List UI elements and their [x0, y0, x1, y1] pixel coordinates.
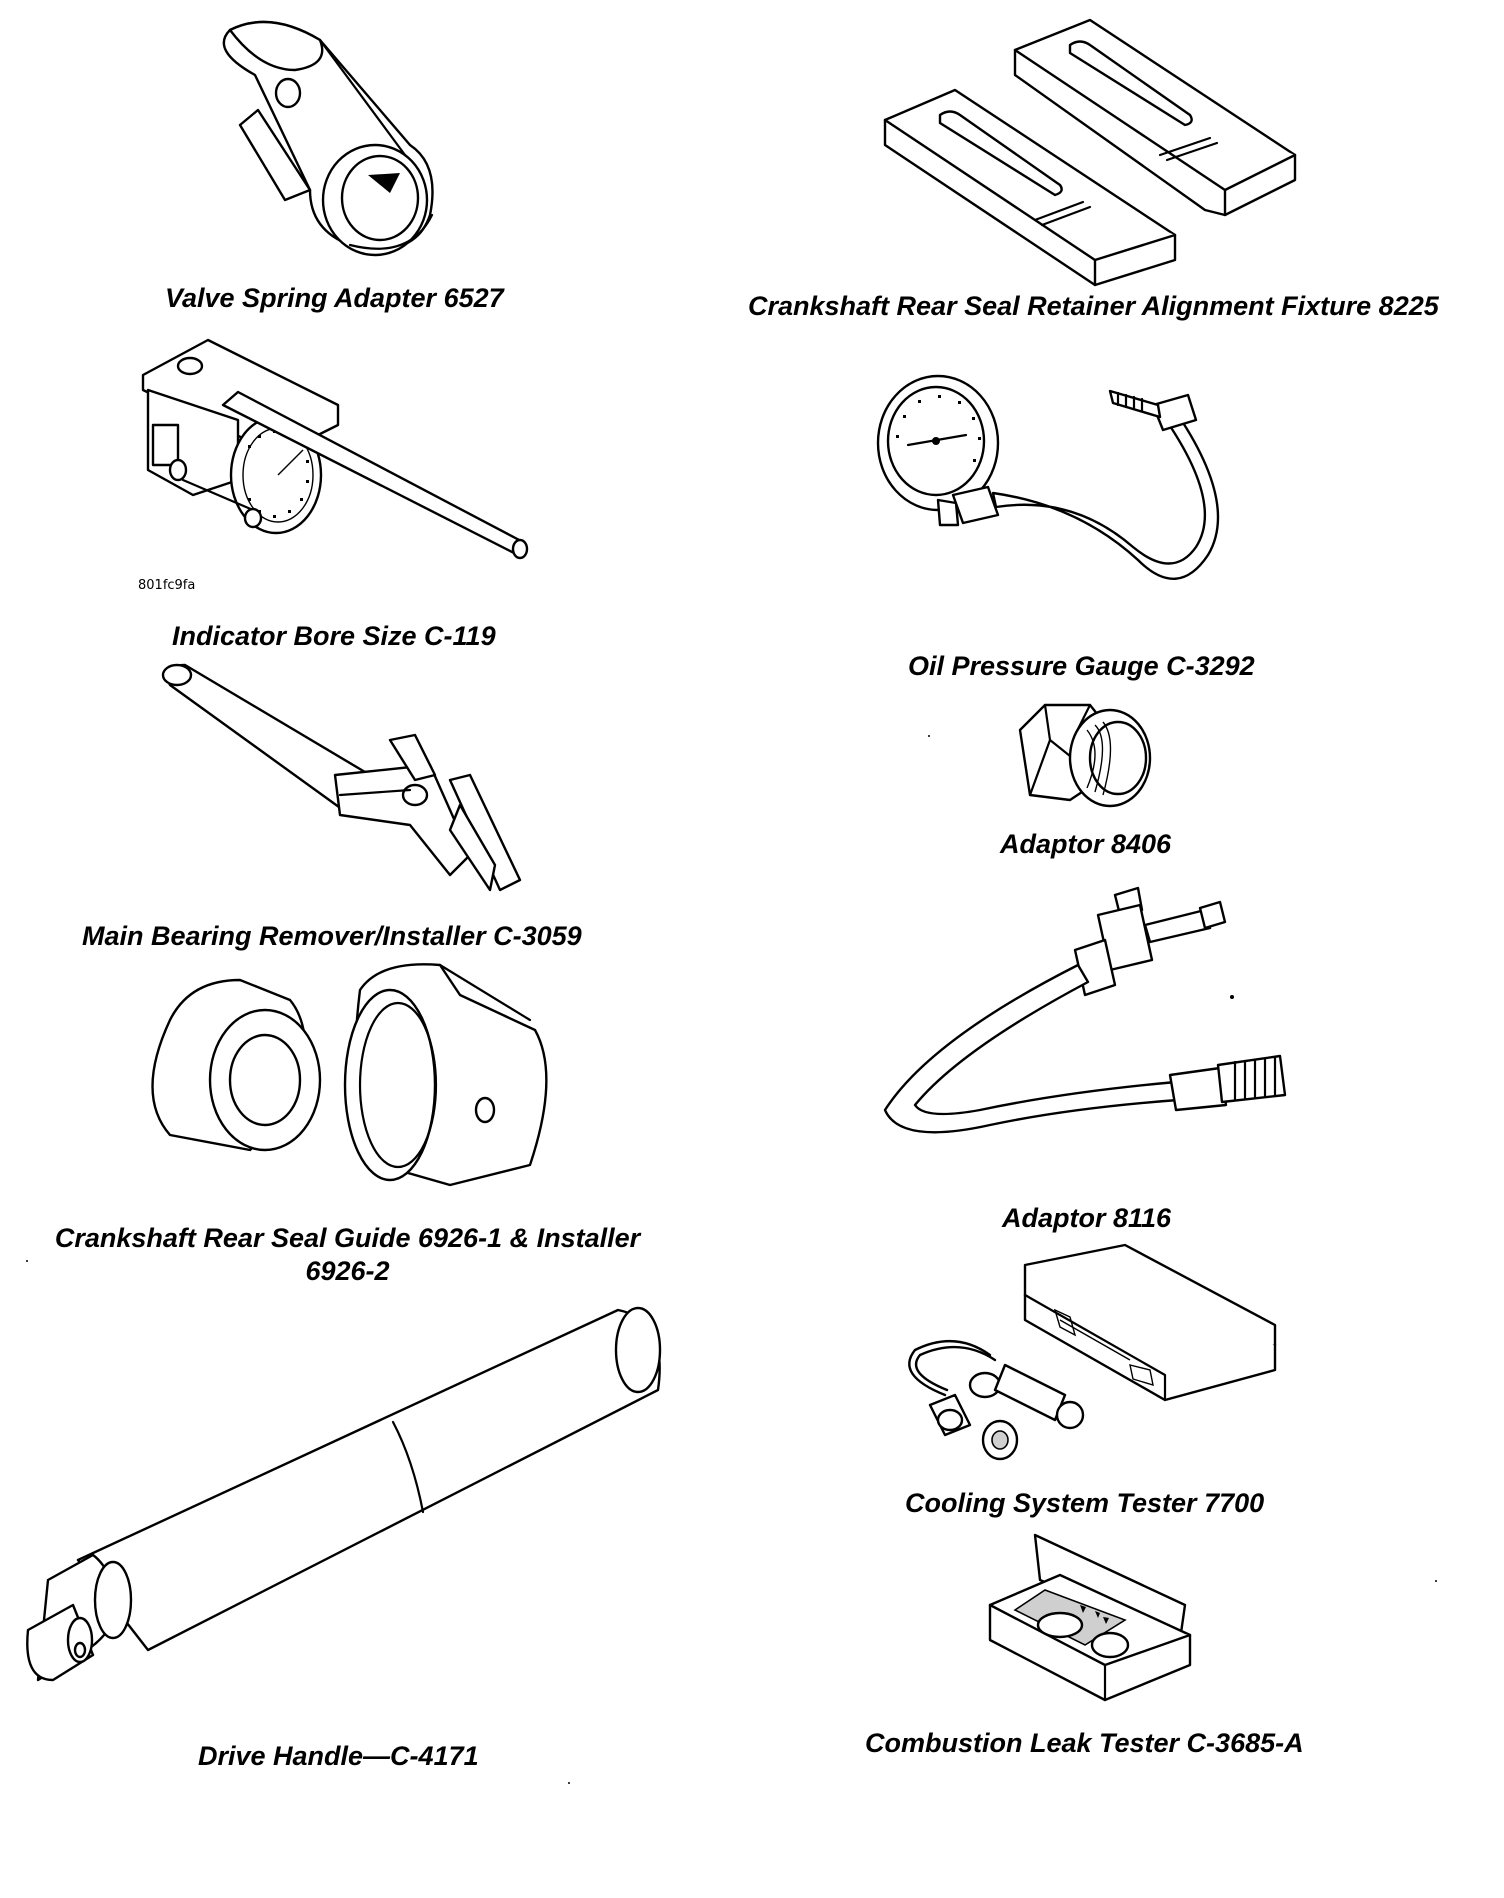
tool-caption-combustion-leak-tester: Combustion Leak Tester C-3685-A — [865, 1728, 1304, 1758]
tool-caption-adaptor-8406: Adaptor 8406 — [1000, 829, 1172, 859]
adaptor-8406-illustration — [1015, 700, 1155, 815]
tool-caption-adaptor-8116: Adaptor 8116 — [1002, 1203, 1172, 1233]
tool-caption-rear-seal-guide-line2: 6926-2 — [305, 1256, 390, 1286]
tool-caption-oil-pressure-gauge: Oil Pressure Gauge C-3292 — [908, 651, 1255, 681]
main-bearing-remover-illustration — [160, 665, 530, 905]
scan-speck — [1435, 1580, 1437, 1582]
tool-caption-valve-spring-adapter: Valve Spring Adapter 6527 — [165, 283, 504, 313]
tool-caption-alignment-fixture: Crankshaft Rear Seal Retainer Alignment … — [748, 291, 1439, 321]
tool-caption-cooling-system-tester: Cooling System Tester 7700 — [905, 1488, 1265, 1518]
indicator-bore-size-illustration — [128, 330, 548, 580]
oil-pressure-gauge-illustration — [878, 375, 1278, 615]
tool-caption-rear-seal-guide: Crankshaft Rear Seal Guide 6926-1 & Inst… — [40, 1222, 655, 1288]
rear-seal-guide-installer-illustration — [130, 960, 550, 1210]
valve-spring-adapter-illustration — [200, 15, 500, 260]
scan-speck — [568, 1782, 570, 1784]
scan-speck — [26, 1260, 28, 1262]
tool-caption-main-bearing-remover: Main Bearing Remover/Installer C-3059 — [82, 921, 582, 951]
drive-handle-illustration — [18, 1300, 673, 1720]
tool-caption-indicator-bore-size: Indicator Bore Size C-119 — [172, 621, 496, 651]
cooling-system-tester-illustration — [895, 1245, 1275, 1480]
tool-caption-rear-seal-guide-line1: Crankshaft Rear Seal Guide 6926-1 & Inst… — [54, 1223, 641, 1253]
figure-code: 801fc9fa — [138, 578, 196, 593]
tool-caption-drive-handle: Drive Handle—C-4171 — [198, 1741, 479, 1771]
adaptor-8116-illustration — [870, 870, 1300, 1190]
combustion-leak-tester-illustration — [985, 1535, 1195, 1700]
alignment-fixture-illustration — [885, 20, 1295, 280]
scan-speck — [928, 735, 930, 737]
scan-speck — [1230, 995, 1234, 999]
